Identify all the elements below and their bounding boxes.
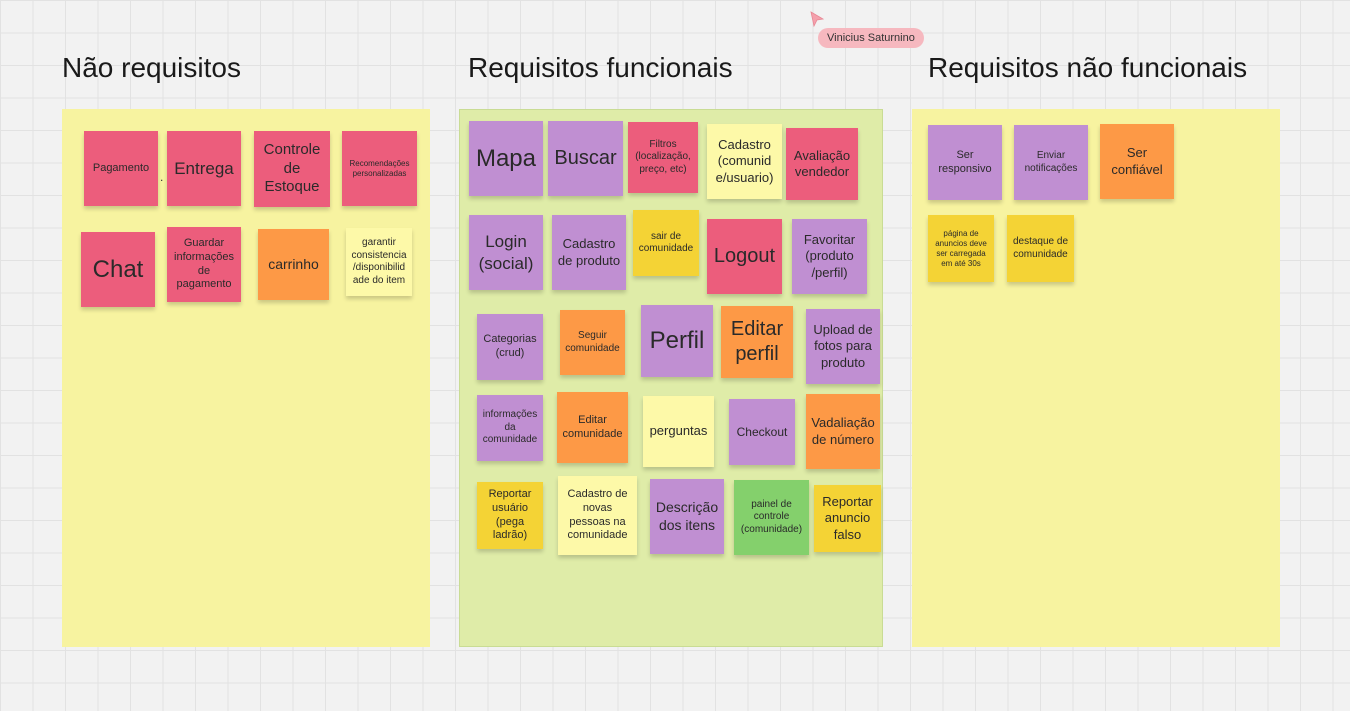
sticky-note[interactable]: Checkout [729,399,795,465]
sticky-note[interactable]: Upload de fotos para produto [806,309,880,384]
sticky-note[interactable]: Perfil [641,305,713,377]
sticky-note[interactable]: sair de comunidade [633,210,699,276]
sticky-note[interactable]: garantir consistencia /disponibilid ade … [346,228,412,296]
sticky-note[interactable]: Buscar [548,121,623,196]
sticky-note[interactable]: Chat [81,232,155,307]
stray-mark: . [160,170,164,184]
sticky-note[interactable]: Reportar usuário (pega ladrão) [477,482,543,549]
sticky-note[interactable]: Filtros (localização, preço, etc) [628,122,698,193]
sticky-note[interactable]: Favoritar (produto /perfil) [792,219,867,294]
sticky-note[interactable]: informações da comunidade [477,395,543,461]
column-title-requisitos-nao-funcionais: Requisitos não funcionais [928,52,1248,83]
sticky-note[interactable]: Descrição dos itens [650,479,724,554]
sticky-note[interactable]: Ser responsivo [928,125,1002,200]
sticky-note[interactable]: Categorias (crud) [477,314,543,380]
sticky-note[interactable]: Controle de Estoque [254,131,330,207]
sticky-note[interactable]: carrinho [258,229,329,300]
collaborator-name-tag: Vinicius Saturnino [818,28,924,48]
sticky-note[interactable]: Seguir comunidade [560,310,625,375]
sticky-note[interactable]: Login (social) [469,215,543,290]
collaborator-cursor-icon [810,11,824,27]
sticky-note[interactable]: página de anuncios deve ser carregada em… [928,215,994,282]
sticky-note[interactable]: Cadastro de produto [552,215,626,290]
sticky-note[interactable]: Recomendações personalizadas [342,131,417,206]
sticky-note[interactable]: Pagamento [84,131,158,206]
sticky-note[interactable]: Ser confiável [1100,124,1174,199]
sticky-note[interactable]: Editar comunidade [557,392,628,463]
sticky-note[interactable]: Cadastro (comunid e/usuario) [707,124,782,199]
sticky-note[interactable]: Editar perfil [721,306,793,378]
sticky-note[interactable]: Mapa [469,121,543,196]
sticky-note[interactable]: Enviar notificações [1014,125,1088,200]
sticky-note[interactable]: Logout [707,219,782,294]
sticky-note[interactable]: perguntas [643,396,714,467]
column-title-nao-requisitos: Não requisitos [62,52,241,83]
sticky-note[interactable]: Cadastro de novas pessoas na comunidade [558,476,637,555]
column-title-requisitos-funcionais: Requisitos funcionais [468,52,733,83]
sticky-note[interactable]: Vadaliação de número [806,394,880,469]
sticky-note[interactable]: Entrega [167,131,241,206]
sticky-note[interactable]: Avaliação vendedor [786,128,858,200]
sticky-note[interactable]: painel de controle (comunidade) [734,480,809,555]
sticky-note[interactable]: destaque de comunidade [1007,215,1074,282]
sticky-note[interactable]: Reportar anuncio falso [814,485,881,552]
sticky-note[interactable]: Guardar informações de pagamento [167,227,241,302]
